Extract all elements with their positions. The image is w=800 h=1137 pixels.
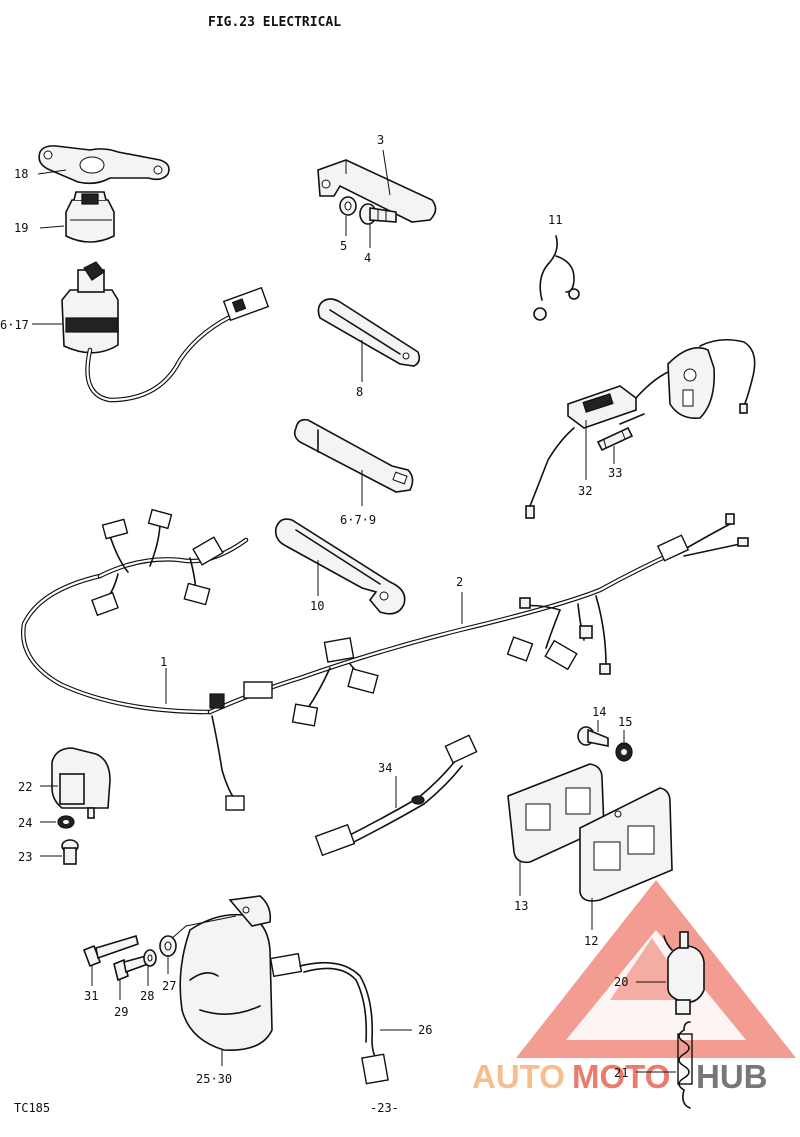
diagram-code: TC185 [14,1101,50,1115]
callout-21: 21 [614,1066,628,1080]
callout-12: 12 [584,934,598,948]
harness-connectors [91,508,749,811]
watermark-text-moto: MOTO [572,1058,670,1095]
part-23-screw[interactable] [61,839,79,865]
figure-title: FIG.23 ELECTRICAL [208,15,341,30]
callout-34: 34 [378,761,392,775]
callout-15: 15 [618,715,632,729]
part-4-bolt[interactable] [359,203,397,225]
callout-11: 11 [548,213,562,227]
part-8-band[interactable] [317,298,421,367]
callout-3: 3 [377,133,384,147]
part-3-bracket[interactable] [317,159,437,223]
callout-1: 1 [160,655,167,669]
part-14-screw[interactable] [577,726,609,747]
callout-24: 24 [18,816,32,830]
page-number: -23- [370,1101,399,1115]
part-18-plate[interactable] [38,145,170,185]
callout-31: 31 [84,989,98,1003]
part-5-lock-washer[interactable] [339,196,357,216]
part-20-switch[interactable] [663,931,705,1015]
callout-20: 20 [614,975,628,989]
part-10-clamp[interactable] [274,518,406,615]
part-34-sub-harness[interactable] [314,734,478,857]
callout-27: 27 [162,979,176,993]
part-12-cover-plate[interactable] [579,787,673,902]
watermark-text-auto: AUTO [472,1058,565,1095]
part-31-bolt[interactable] [82,934,139,968]
part-24-washer[interactable] [57,815,75,829]
callout-19: 19 [14,221,28,235]
part-21-spring[interactable] [677,1021,693,1109]
callout-33: 33 [608,466,622,480]
part-11-wire-clip[interactable] [533,235,580,321]
part-27-washer[interactable] [159,935,177,957]
part-22-relay[interactable] [51,747,111,819]
part-29-bolt[interactable] [113,955,149,982]
callout-28: 28 [140,989,154,1003]
callout-10: 10 [310,599,324,613]
part-6-7-9-strap[interactable] [293,418,414,493]
callout-5: 5 [340,239,347,253]
part-19-cap[interactable] [65,191,115,243]
callout-25-30: 25·30 [196,1072,232,1086]
callout-29: 29 [114,1005,128,1019]
callout-18: 18 [14,167,28,181]
callout-2: 2 [456,575,463,589]
part-1-2-wiring-harness[interactable] [21,521,741,799]
part-33-fuse[interactable] [596,426,634,452]
part-28-lock-washer[interactable] [143,949,157,967]
part-6-17-ignition-switch[interactable] [61,261,270,403]
callout-14: 14 [592,705,606,719]
callout-4: 4 [364,251,371,265]
part-15-washer[interactable] [615,742,633,762]
callout-6-17: 6·17 [0,318,29,332]
callout-26: 26 [418,1023,432,1037]
part-25-30-horn[interactable] [179,895,273,1051]
callout-23: 23 [18,850,32,864]
callout-13: 13 [514,899,528,913]
callout-32: 32 [578,484,592,498]
watermark-text-hub: HUB [696,1058,768,1095]
part-32-fuse-holder[interactable] [525,338,756,519]
callout-6-7-9: 6·7·9 [340,513,376,527]
callout-22: 22 [18,780,32,794]
callout-8: 8 [356,385,363,399]
part-26-lead-wire[interactable] [269,952,389,1085]
